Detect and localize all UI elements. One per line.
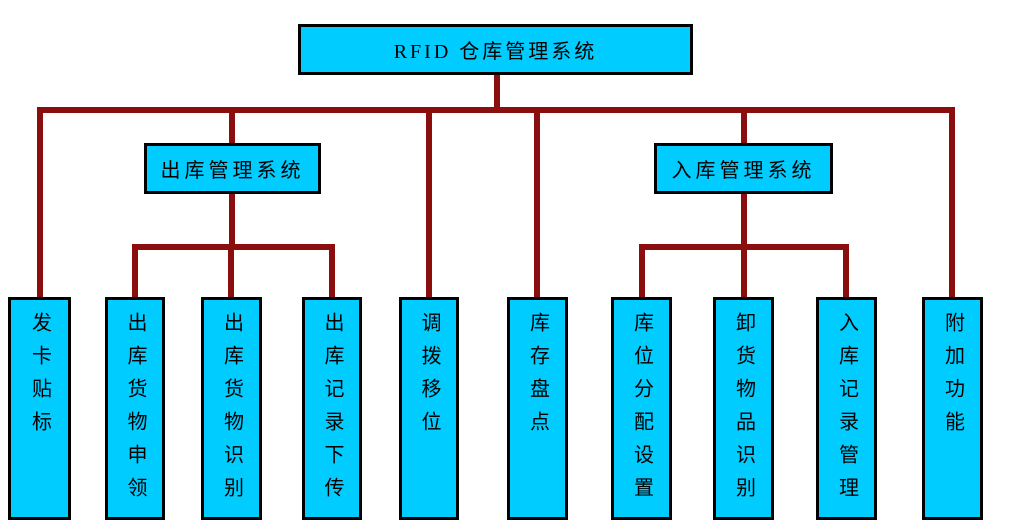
connector-l2-right-down <box>741 194 747 250</box>
node-inbound-management-system: 入库管理系统 <box>654 143 833 194</box>
node-label: 调拨移位 <box>418 312 440 444</box>
connector-drop-l2-right <box>741 107 747 143</box>
node-card-issue-labeling: 发卡贴标 <box>8 297 71 520</box>
node-rfid-warehouse-system: RFID 仓库管理系统 <box>298 24 693 75</box>
connector-drop-leaf6 <box>534 107 540 297</box>
node-label: 库位分配设置 <box>630 312 653 510</box>
node-label: 入库记录管理 <box>835 312 858 510</box>
connector-drop-leaf8 <box>741 244 747 297</box>
connector-drop-leaf7 <box>639 244 645 297</box>
connector-root-stub <box>494 75 500 107</box>
node-outbound-record-download: 出库记录下传 <box>302 297 362 520</box>
node-outbound-goods-identification: 出库货物识别 <box>201 297 262 520</box>
node-transfer-relocation: 调拨移位 <box>399 297 459 520</box>
connector-drop-leaf3 <box>228 244 234 297</box>
connector-main-horizontal <box>37 107 955 113</box>
connector-drop-leaf1 <box>37 107 43 297</box>
node-unloading-goods-identification: 卸货物品识别 <box>713 297 774 520</box>
node-inventory-count: 库存盘点 <box>507 297 568 520</box>
node-outbound-goods-request: 出库货物申领 <box>105 297 165 520</box>
node-outbound-management-system: 出库管理系统 <box>144 143 321 194</box>
node-label: 附加功能 <box>941 312 964 444</box>
connector-drop-leaf5 <box>426 107 432 297</box>
node-label: RFID 仓库管理系统 <box>393 41 598 63</box>
node-label: 库存盘点 <box>526 312 549 444</box>
connector-drop-leaf10 <box>949 107 955 297</box>
connector-drop-l2-left <box>229 107 235 143</box>
node-label: 出库记录下传 <box>321 312 343 510</box>
connector-drop-leaf2 <box>132 244 138 297</box>
node-label: 出库货物申领 <box>124 312 146 510</box>
node-label: 出库管理系统 <box>160 160 305 182</box>
node-label: 出库货物识别 <box>220 312 243 510</box>
node-label: 卸货物品识别 <box>732 312 755 510</box>
node-additional-functions: 附加功能 <box>922 297 983 520</box>
node-label: 入库管理系统 <box>671 160 816 182</box>
connector-l2-left-down <box>229 194 235 250</box>
connector-drop-leaf4 <box>329 244 335 297</box>
node-inbound-record-management: 入库记录管理 <box>816 297 877 520</box>
node-storage-location-allocation: 库位分配设置 <box>611 297 672 520</box>
node-label: 发卡贴标 <box>28 312 51 444</box>
connector-drop-leaf9 <box>843 244 849 297</box>
